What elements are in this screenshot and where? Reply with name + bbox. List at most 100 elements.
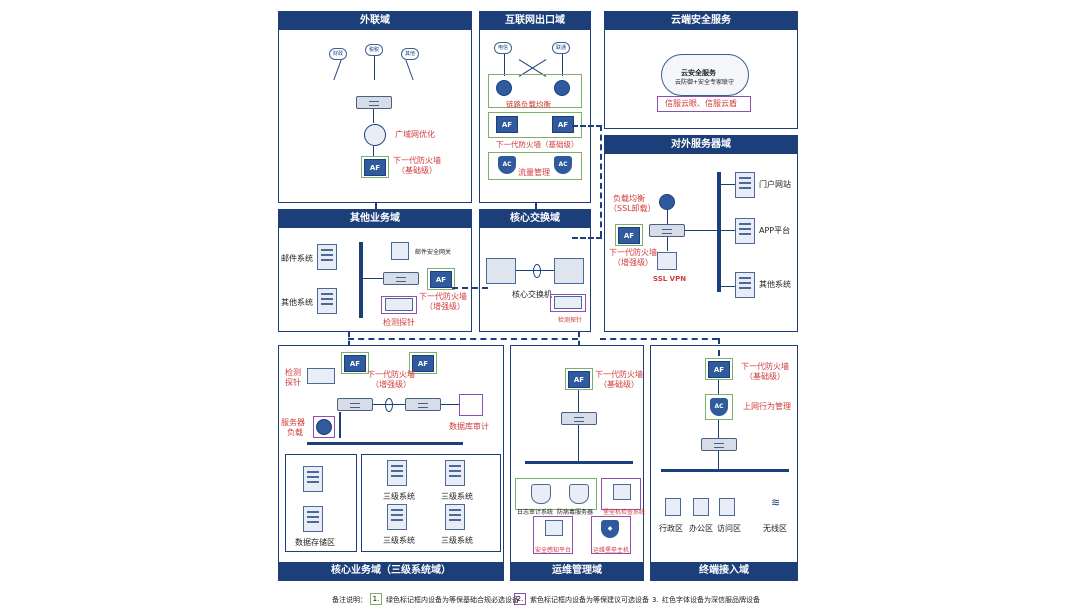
server-bus xyxy=(525,461,633,464)
link-line xyxy=(405,60,414,80)
antivirus-icon xyxy=(569,484,589,504)
fw-label: 下一代防火墙 xyxy=(393,156,441,165)
cloud-sub: 云防御+安全专家联守 xyxy=(675,79,735,86)
link-line xyxy=(718,420,719,438)
server-label: APP平台 xyxy=(759,226,791,235)
fw-level: （基础级） xyxy=(397,166,437,175)
pc-icon xyxy=(719,498,735,516)
fw-level: （增强级） xyxy=(371,380,411,389)
server-label: 其他系统 xyxy=(281,298,313,307)
vpn-label: SSL VPN xyxy=(653,275,687,283)
probe-label: 检测 xyxy=(285,368,301,377)
load-balancer-icon xyxy=(496,80,512,96)
panel-title: 核心交换域 xyxy=(480,210,590,228)
link-line xyxy=(721,184,735,185)
fw-label: 下一代防火墙 xyxy=(741,362,789,371)
firewall-device: AF xyxy=(705,358,733,380)
link-line xyxy=(718,451,719,469)
panel-dmz: 对外服务器域 负载均衡 （SSL卸载） AF 下一代防火墙 （增强级） SSL … xyxy=(604,135,798,332)
legend-num: 3. xyxy=(652,596,659,604)
dashed-link xyxy=(578,332,580,346)
fw-level: （增强级） xyxy=(613,258,653,267)
load-balancer-icon xyxy=(316,419,332,435)
link-line xyxy=(578,390,579,412)
dashed-link xyxy=(600,338,718,340)
probe-label: 检测探针 xyxy=(383,318,415,327)
switch-icon xyxy=(561,412,597,425)
server-icon xyxy=(387,504,407,530)
storage-area xyxy=(285,454,357,552)
compliance-box xyxy=(488,74,582,108)
legend-green-swatch: 1. xyxy=(370,593,382,605)
compliance-box xyxy=(488,152,582,180)
link-line xyxy=(721,230,735,231)
dashed-link xyxy=(572,125,602,127)
isp-label: 联通 xyxy=(555,45,566,51)
firewall-device: AF xyxy=(565,368,593,390)
server-icon xyxy=(387,460,407,486)
cloud-icon xyxy=(329,48,347,60)
server-icon xyxy=(317,244,337,270)
probe-device-icon xyxy=(385,298,413,311)
firewall-device: AF xyxy=(615,224,643,246)
cloud-icon xyxy=(401,48,419,60)
pc-icon xyxy=(693,498,709,516)
tool-label: 防病毒服务器 xyxy=(557,509,594,516)
optional-box xyxy=(533,516,573,554)
panel-title: 外联域 xyxy=(279,12,471,30)
legend-title: 备注说明： xyxy=(332,596,367,604)
zone-label: 行政区 xyxy=(659,524,683,533)
firewall-device: AF xyxy=(552,116,574,133)
gw-label: 邮件安全网关 xyxy=(415,249,452,256)
bottom-label: 安全感知平台 xyxy=(535,547,572,554)
server-bus xyxy=(359,242,363,318)
load-balancer-icon xyxy=(554,80,570,96)
firewall-device: AF xyxy=(341,352,369,374)
cloud-tag: 信服云眼、信服云盾 xyxy=(665,99,737,108)
link-line xyxy=(667,237,668,251)
cloud-icon xyxy=(494,42,512,54)
ac-shield-icon: AC xyxy=(554,156,572,174)
dashed-link xyxy=(375,203,377,209)
compliance-box xyxy=(515,478,597,510)
ac-shield-icon: AC xyxy=(498,156,516,174)
zone-label: 办公区 xyxy=(689,524,713,533)
link-line xyxy=(578,425,579,461)
switch-icon xyxy=(649,224,685,237)
cloud-title: 云安全服务 xyxy=(681,69,716,77)
storage-icon xyxy=(303,506,323,532)
sip-platform-icon xyxy=(545,520,563,536)
wifi-icon: ≋ xyxy=(771,496,781,509)
core-switch-icon xyxy=(486,258,516,284)
panel-title: 互联网出口域 xyxy=(480,12,590,30)
panel-title: 终端接入域 xyxy=(651,562,797,580)
bottom-label: 运维堡垒主机 xyxy=(593,547,630,554)
server-label: 邮件系统 xyxy=(281,254,313,263)
panel-title: 其他业务域 xyxy=(279,210,471,228)
lb-sub: （SSL卸载） xyxy=(609,204,656,213)
optional-box xyxy=(657,96,751,112)
server-icon xyxy=(303,466,323,492)
vpn-device-icon xyxy=(657,252,677,270)
server-icon xyxy=(735,272,755,298)
link-line xyxy=(374,56,375,80)
sys-label: 三级系统 xyxy=(441,492,473,501)
link-line xyxy=(667,210,668,224)
panel-other-business: 其他业务域 邮件系统 其他系统 邮件安全网关 AF 下一代防火墙 （增强级） 检… xyxy=(278,209,472,332)
trunk-icon xyxy=(385,398,393,412)
isp-label: 电信 xyxy=(497,45,508,51)
legend-item: 红色字体设备为深信服品牌设备 xyxy=(662,596,760,604)
optional-box xyxy=(459,394,483,416)
fw-level: （基础级） xyxy=(745,372,785,381)
firewall-device: AF xyxy=(409,352,437,374)
tool-label: 堡垒机检查系统 xyxy=(603,509,646,516)
cloud-icon xyxy=(552,42,570,54)
sys-label: 三级系统 xyxy=(441,536,473,545)
ac-shield-icon: AC xyxy=(710,398,728,416)
firewall-device: AF xyxy=(427,268,455,290)
flow-label: 流量管理 xyxy=(518,168,550,177)
trunk-icon xyxy=(533,264,541,278)
panel-title: 对外服务器域 xyxy=(605,136,797,154)
panel-core-switch: 核心交换域 核心交换机 检测探针 xyxy=(479,209,591,332)
fw-level: （基础级） xyxy=(599,380,639,389)
